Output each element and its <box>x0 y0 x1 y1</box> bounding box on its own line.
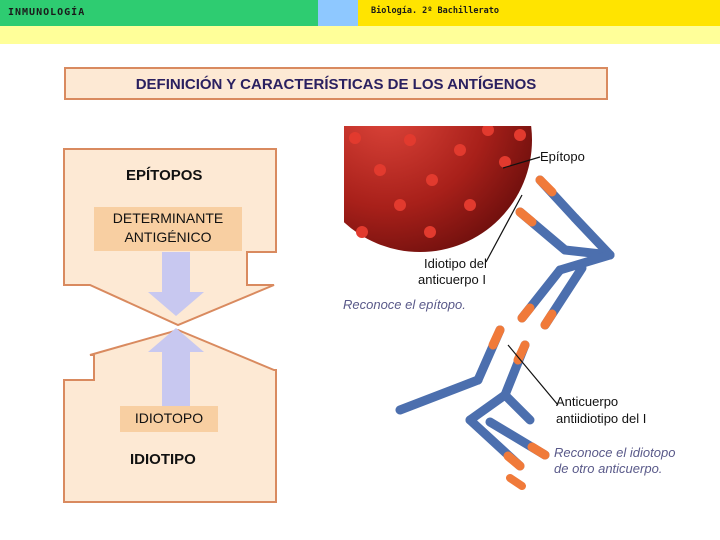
antiidiotipo-callout-line2: antiidiotipo del I <box>556 411 647 426</box>
virus-antigen-image <box>344 126 532 252</box>
reconoce-idiotopo-note-line2: de otro anticuerpo. <box>554 461 663 476</box>
header-blue-band <box>318 0 358 26</box>
idiotipo-label: IDIOTIPO <box>130 451 196 468</box>
antiidiotipo-callout-line1: Anticuerpo <box>556 394 619 409</box>
header-yellow-band: Biología. 2º Bachillerato <box>358 0 720 26</box>
reconoce-idiotopo-note-line1: Reconoce el idiotopo <box>554 445 676 460</box>
down-arrow <box>148 252 204 316</box>
idiotopo-box: IDIOTOPO <box>120 406 218 432</box>
epitopos-label: EPÍTOPOS <box>126 167 203 184</box>
header-section-title: INMUNOLOGÍA <box>8 7 86 18</box>
header-light-strip <box>0 26 720 44</box>
up-arrow <box>148 328 204 406</box>
header-green-band: INMUNOLOGÍA <box>0 0 318 26</box>
epitopo-callout: Epítopo <box>540 149 585 164</box>
idiotipo-callout-line2: anticuerpo I <box>418 272 486 287</box>
epitopo-pointer-line <box>502 156 541 169</box>
idiotipo-pointer-line <box>485 194 523 263</box>
determinante-label-line2: ANTIGÉNICO <box>124 229 212 245</box>
slide-title: DEFINICIÓN Y CARACTERÍSTICAS DE LOS ANTÍ… <box>135 76 537 93</box>
antibody-two <box>395 325 550 490</box>
determinante-label-line1: DETERMINANTE <box>112 210 224 226</box>
antibody-one <box>515 175 615 330</box>
header-course-title: Biología. 2º Bachillerato <box>371 6 499 16</box>
antiidiotipo-pointer-line <box>507 344 559 406</box>
idiotipo-callout-line1: Idiotipo del <box>424 256 487 271</box>
determinante-antigenico-box: DETERMINANTE ANTIGÉNICO <box>94 207 242 251</box>
idiotopo-label: IDIOTOPO <box>134 410 204 426</box>
reconoce-epitopo-note: Reconoce el epítopo. <box>343 297 466 312</box>
slide-title-box: DEFINICIÓN Y CARACTERÍSTICAS DE LOS ANTÍ… <box>64 67 608 100</box>
